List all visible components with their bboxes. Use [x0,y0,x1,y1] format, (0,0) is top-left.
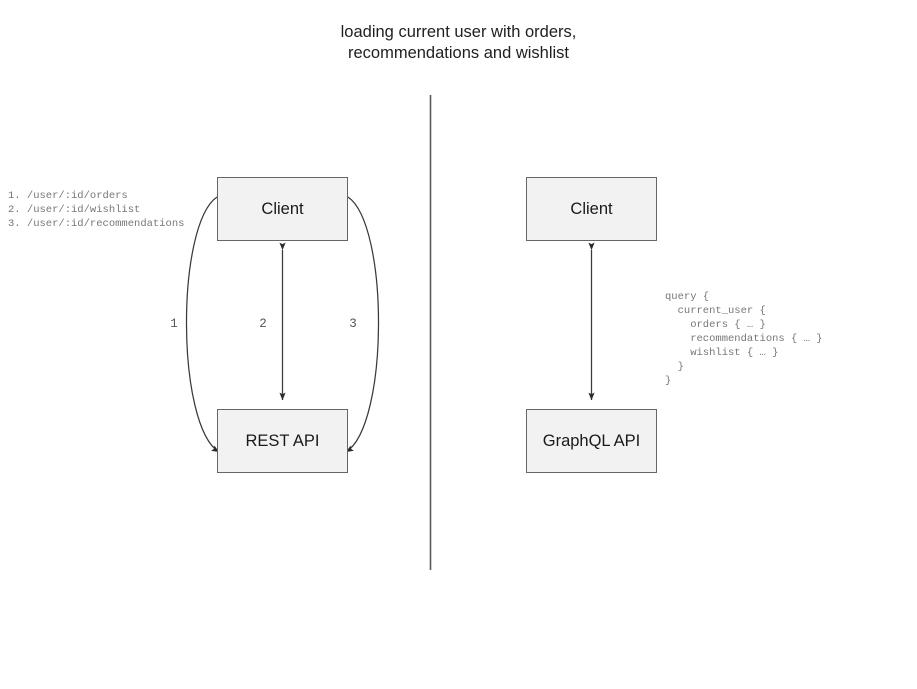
page-title: loading current user with orders, recomm… [340,23,577,62]
graphql-query-snippet: query { current_user { orders { … } reco… [665,290,823,387]
edge-3-curve [340,190,380,453]
rest-endpoints-list: 1. /user/:id/orders 2. /user/:id/wishlis… [8,189,185,230]
node-rest-api[interactable]: REST API [217,409,348,473]
edge-label-3: 3 [349,317,357,331]
edge-label-2: 2 [259,317,267,331]
edge-label-1: 1 [170,317,178,331]
edge-1-curve [185,190,225,453]
node-client-graphql[interactable]: Client [526,177,657,241]
node-client-rest[interactable]: Client [217,177,348,241]
node-graphql-api[interactable]: GraphQL API [526,409,657,473]
